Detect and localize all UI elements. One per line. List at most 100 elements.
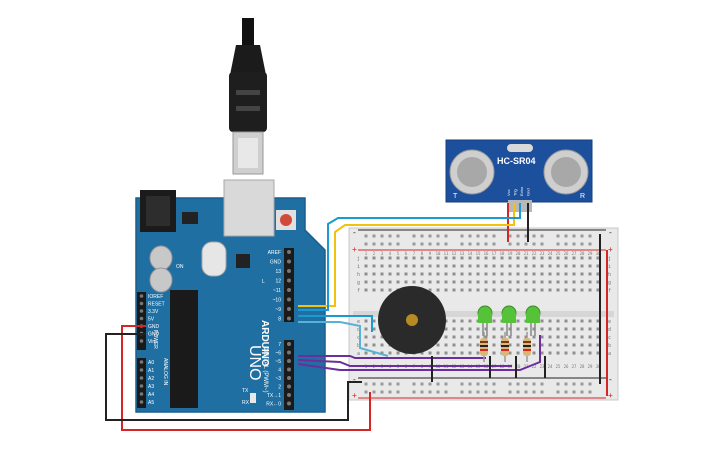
breadboard-hole[interactable] — [540, 343, 544, 347]
rail-hole[interactable] — [524, 234, 528, 238]
rail-hole[interactable] — [436, 234, 440, 238]
breadboard-hole[interactable] — [372, 335, 376, 339]
rail-hole[interactable] — [516, 390, 520, 394]
breadboard-hole[interactable] — [508, 272, 512, 276]
rail-hole[interactable] — [468, 242, 472, 246]
rail-hole[interactable] — [580, 382, 584, 386]
breadboard-hole[interactable] — [532, 327, 536, 331]
breadboard-hole[interactable] — [508, 335, 512, 339]
breadboard-hole[interactable] — [476, 343, 480, 347]
breadboard-hole[interactable] — [508, 264, 512, 268]
breadboard-hole[interactable] — [596, 280, 600, 284]
breadboard-hole[interactable] — [588, 256, 592, 260]
rail-hole[interactable] — [492, 382, 496, 386]
rail-hole[interactable] — [364, 390, 368, 394]
digital-pin[interactable] — [287, 316, 291, 321]
analog-pin[interactable] — [139, 400, 144, 404]
breadboard-hole[interactable] — [540, 319, 544, 323]
breadboard-hole[interactable] — [564, 319, 568, 323]
breadboard-hole[interactable] — [492, 343, 496, 347]
breadboard-hole[interactable] — [436, 272, 440, 276]
breadboard-hole[interactable] — [396, 280, 400, 284]
breadboard-hole[interactable] — [428, 264, 432, 268]
breadboard-hole[interactable] — [548, 335, 552, 339]
breadboard-hole[interactable] — [460, 319, 464, 323]
breadboard-hole[interactable] — [580, 288, 584, 292]
breadboard-hole[interactable] — [548, 319, 552, 323]
analog-pin[interactable] — [139, 392, 144, 396]
breadboard-hole[interactable] — [500, 264, 504, 268]
breadboard-hole[interactable] — [364, 256, 368, 260]
breadboard-hole[interactable] — [596, 335, 600, 339]
leds[interactable] — [477, 305, 541, 336]
breadboard-hole[interactable] — [372, 327, 376, 331]
rail-hole[interactable] — [580, 242, 584, 246]
breadboard-hole[interactable] — [580, 343, 584, 347]
breadboard-hole[interactable] — [540, 272, 544, 276]
breadboard-hole[interactable] — [516, 319, 520, 323]
rail-hole[interactable] — [508, 382, 512, 386]
breadboard-hole[interactable] — [508, 351, 512, 355]
rail-hole[interactable] — [540, 390, 544, 394]
breadboard-hole[interactable] — [596, 288, 600, 292]
breadboard-hole[interactable] — [516, 280, 520, 284]
breadboard-hole[interactable] — [460, 335, 464, 339]
breadboard-hole[interactable] — [540, 264, 544, 268]
rail-hole[interactable] — [524, 242, 528, 246]
breadboard-hole[interactable] — [556, 335, 560, 339]
rail-hole[interactable] — [476, 390, 480, 394]
analog-pin[interactable] — [139, 368, 144, 372]
breadboard-hole[interactable] — [524, 256, 528, 260]
rail-hole[interactable] — [460, 382, 464, 386]
breadboard-hole[interactable] — [548, 280, 552, 284]
breadboard-hole[interactable] — [444, 343, 448, 347]
breadboard-hole[interactable] — [548, 256, 552, 260]
breadboard-hole[interactable] — [564, 264, 568, 268]
breadboard-hole[interactable] — [500, 272, 504, 276]
rail-hole[interactable] — [468, 234, 472, 238]
breadboard-hole[interactable] — [404, 280, 408, 284]
breadboard-hole[interactable] — [516, 327, 520, 331]
breadboard-hole[interactable] — [444, 280, 448, 284]
breadboard-hole[interactable] — [444, 264, 448, 268]
breadboard-hole[interactable] — [468, 327, 472, 331]
rail-hole[interactable] — [428, 382, 432, 386]
breadboard-hole[interactable] — [492, 264, 496, 268]
resistors[interactable] — [480, 332, 531, 362]
breadboard-hole[interactable] — [452, 272, 456, 276]
rail-hole[interactable] — [588, 234, 592, 238]
rail-hole[interactable] — [444, 234, 448, 238]
breadboard-hole[interactable] — [516, 335, 520, 339]
breadboard-hole[interactable] — [516, 351, 520, 355]
rail-hole[interactable] — [388, 234, 392, 238]
breadboard-hole[interactable] — [492, 335, 496, 339]
breadboard-hole[interactable] — [540, 327, 544, 331]
digital-pin[interactable] — [287, 384, 291, 389]
rail-hole[interactable] — [524, 390, 528, 394]
rail-hole[interactable] — [492, 234, 496, 238]
breadboard-hole[interactable] — [412, 272, 416, 276]
breadboard-hole[interactable] — [380, 288, 384, 292]
breadboard-hole[interactable] — [532, 351, 536, 355]
rail-hole[interactable] — [588, 390, 592, 394]
breadboard-hole[interactable] — [372, 264, 376, 268]
breadboard-hole[interactable] — [564, 351, 568, 355]
breadboard-hole[interactable] — [524, 264, 528, 268]
rail-hole[interactable] — [556, 390, 560, 394]
breadboard-hole[interactable] — [388, 351, 392, 355]
rail-hole[interactable] — [388, 390, 392, 394]
breadboard-hole[interactable] — [516, 264, 520, 268]
breadboard-hole[interactable] — [420, 272, 424, 276]
breadboard-hole[interactable] — [404, 256, 408, 260]
breadboard-hole[interactable] — [492, 256, 496, 260]
breadboard-hole[interactable] — [564, 272, 568, 276]
breadboard-hole[interactable] — [564, 335, 568, 339]
rail-hole[interactable] — [524, 382, 528, 386]
breadboard-hole[interactable] — [508, 343, 512, 347]
breadboard-hole[interactable] — [580, 319, 584, 323]
breadboard-hole[interactable] — [516, 256, 520, 260]
breadboard-hole[interactable] — [412, 280, 416, 284]
rail-hole[interactable] — [572, 390, 576, 394]
rail-hole[interactable] — [572, 242, 576, 246]
breadboard-hole[interactable] — [572, 343, 576, 347]
